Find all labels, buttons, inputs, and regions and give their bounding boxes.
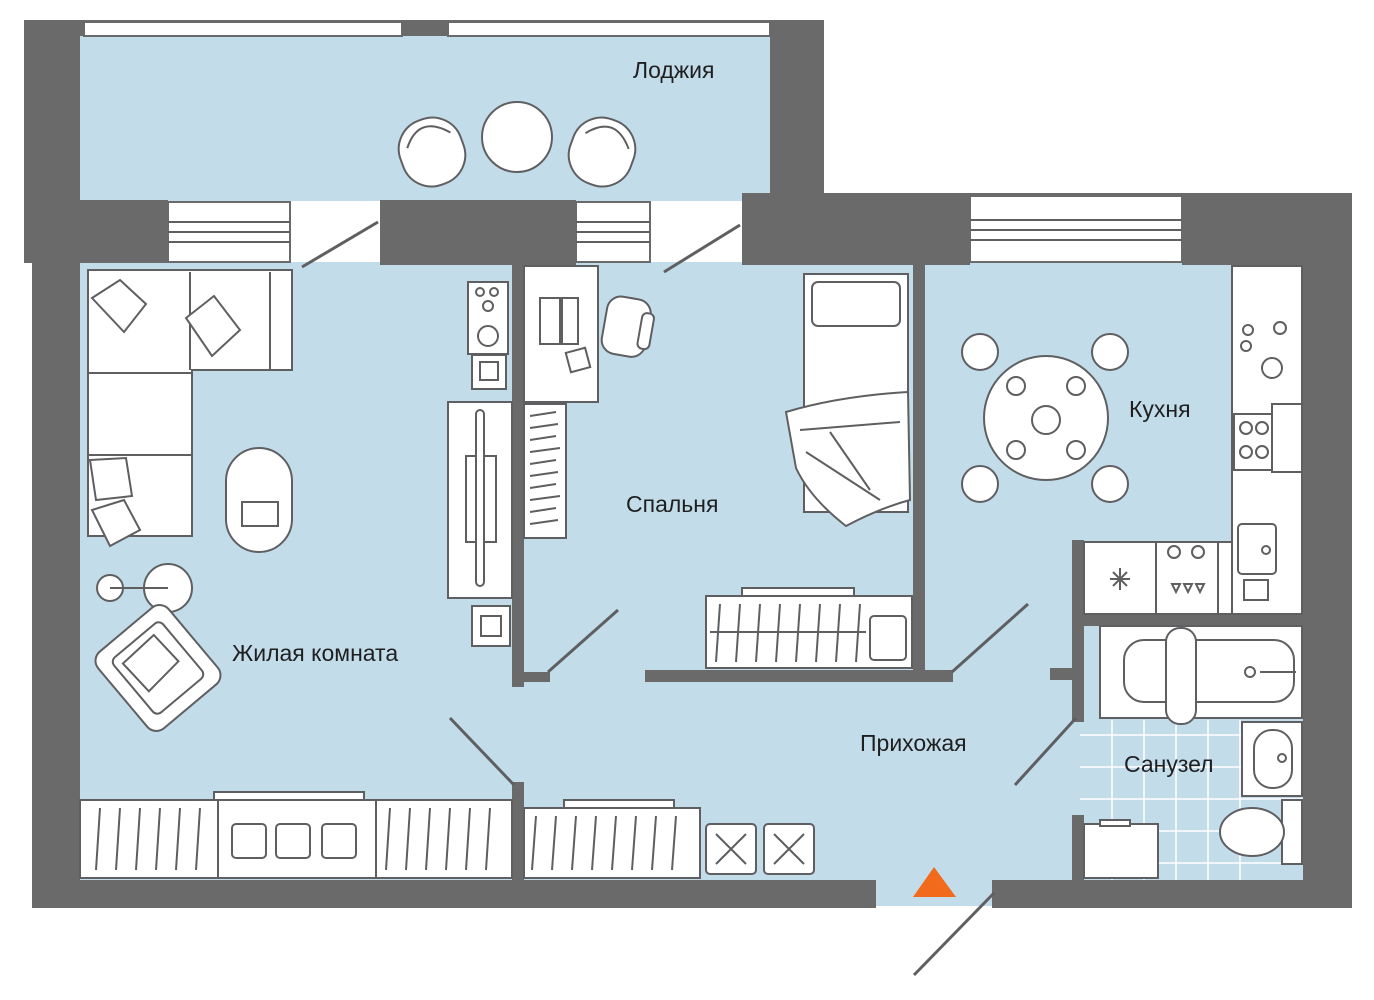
bookshelf-icon <box>523 403 567 539</box>
cushion-icon <box>88 456 134 502</box>
armchair-icon <box>397 116 467 188</box>
bedroom-furniture <box>523 265 913 669</box>
wall-living-hall <box>512 782 524 880</box>
walls <box>24 20 1352 908</box>
living-room-label: Жилая комната <box>232 640 398 666</box>
loggia-label: Лоджия <box>633 57 715 83</box>
wall-bedroom-hall <box>645 670 925 682</box>
kitchen-furniture <box>961 265 1303 615</box>
top-wall-bedroom-right <box>742 200 970 265</box>
loggia-right-wall <box>770 20 824 200</box>
wall-bedroom-kitchen <box>913 262 925 682</box>
lower-cabinets <box>1083 541 1233 615</box>
desk-icon <box>523 265 599 403</box>
kitchen-counter <box>1231 265 1303 615</box>
office-chair-icon <box>600 295 655 358</box>
door-living-room <box>448 716 516 787</box>
laptop-icon <box>539 297 579 345</box>
kitchen-window <box>969 195 1183 263</box>
washing-machine-icon <box>1083 819 1159 879</box>
toilet-icon <box>1219 799 1303 865</box>
room-labels: Лоджия Жилая комната Спальня Кухня Прихо… <box>232 57 1214 777</box>
door-bedroom-loggia <box>663 223 741 274</box>
sink-icon <box>1237 523 1277 601</box>
sofa-icon <box>87 269 293 548</box>
chair-icon <box>961 333 999 371</box>
loggia-left-wall <box>24 20 80 263</box>
entrance-arrow-icon <box>913 867 956 897</box>
fridge-icon <box>1110 568 1130 590</box>
bedroom-label: Спальня <box>626 491 718 517</box>
coffee-table-icon <box>225 447 293 553</box>
wall-bath-hall-upper <box>1072 540 1084 622</box>
sink-icon <box>1241 721 1303 797</box>
door-bedroom <box>547 608 619 674</box>
armchair-icon <box>94 604 222 732</box>
wardrobe-icon <box>79 791 513 879</box>
speaker-icon <box>467 281 509 390</box>
cushion-icon <box>90 498 142 548</box>
bathtub-icon <box>1099 625 1303 725</box>
range-hood-icon <box>1271 403 1303 473</box>
chair-icon <box>1091 465 1129 503</box>
chair-icon <box>961 465 999 503</box>
loggia-furniture <box>397 101 637 188</box>
living-room-window <box>167 201 291 263</box>
door-kitchen <box>950 602 1030 674</box>
armchair-icon <box>567 116 637 188</box>
bottom-wall-left <box>32 880 876 908</box>
loggia-window-left <box>83 21 403 37</box>
doors <box>301 220 1078 977</box>
bedroom-window <box>575 201 651 263</box>
windows <box>83 21 1183 263</box>
kitchen-label: Кухня <box>1129 396 1191 422</box>
right-outer-wall <box>1303 193 1352 908</box>
wardrobe-icon <box>705 587 913 669</box>
bottom-wall-right <box>992 880 1352 908</box>
utensils-icon <box>1240 321 1287 379</box>
dining-table-icon <box>961 333 1129 503</box>
wall-kitchen-stub <box>913 670 953 682</box>
tv-unit-icon <box>447 401 513 599</box>
living-room-furniture <box>79 269 513 879</box>
wall-bath-hall-lower <box>1072 815 1084 880</box>
top-wall-kitchen-right <box>1182 193 1352 265</box>
bathroom-label: Санузел <box>1124 751 1214 777</box>
side-table-icon <box>471 605 511 647</box>
top-wall-living-left <box>80 200 168 263</box>
hallway-furniture <box>523 799 815 879</box>
wall-bath-stub <box>1050 668 1084 680</box>
chair-icon <box>1091 333 1129 371</box>
wall-living-bedroom <box>512 262 524 687</box>
left-outer-wall <box>32 263 80 908</box>
stove-icon <box>1167 545 1206 595</box>
loggia-window-right <box>447 21 771 37</box>
hallway-label: Прихожая <box>860 730 967 756</box>
wall-living-bedroom-stub <box>512 672 550 682</box>
door-living-loggia <box>301 220 379 269</box>
cushion-icon <box>184 294 242 358</box>
door-entrance <box>912 891 996 977</box>
bathroom-furniture <box>1083 625 1303 879</box>
shoe-rack-icon <box>705 823 815 875</box>
floor-lamp-icon <box>96 563 193 613</box>
cushion-icon <box>90 278 148 334</box>
wall-kitchen-bath <box>1080 614 1303 626</box>
round-table-icon <box>481 101 553 173</box>
wardrobe-icon <box>523 799 701 879</box>
door-bathroom <box>1013 716 1078 787</box>
bed-icon <box>784 273 912 528</box>
hob-icon <box>1233 413 1275 471</box>
top-wall-pillar <box>380 200 576 265</box>
